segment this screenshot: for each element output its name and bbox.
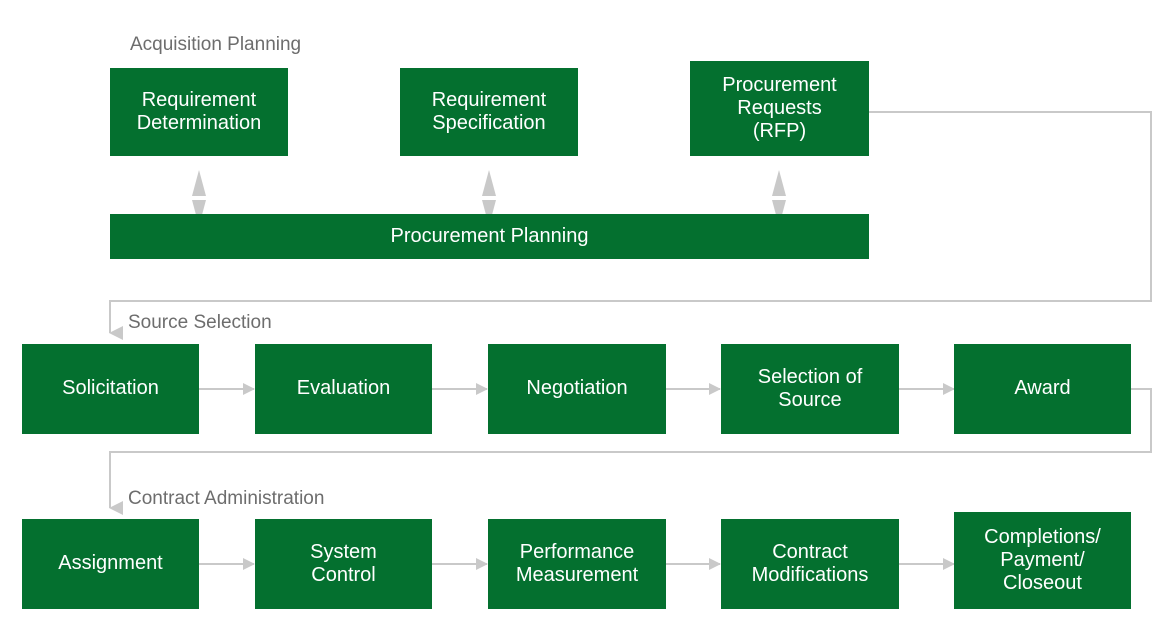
node-requirement-determination[interactable]: Requirement Determination — [110, 68, 288, 156]
node-assignment[interactable]: Assignment — [22, 519, 199, 609]
node-selection-of-source[interactable]: Selection of Source — [721, 344, 899, 434]
node-award[interactable]: Award — [954, 344, 1131, 434]
section-label-contract-administration: Contract Administration — [128, 488, 325, 509]
node-completions-payment-closeout[interactable]: Completions/ Payment/ Closeout — [954, 512, 1131, 609]
node-negotiation[interactable]: Negotiation — [488, 344, 666, 434]
node-procurement-planning[interactable]: Procurement Planning — [110, 214, 869, 259]
node-system-control[interactable]: System Control — [255, 519, 432, 609]
section-label-source-selection: Source Selection — [128, 312, 272, 333]
node-solicitation[interactable]: Solicitation — [22, 344, 199, 434]
section-label-acquisition-planning: Acquisition Planning — [130, 34, 302, 55]
node-performance-measurement[interactable]: Performance Measurement — [488, 519, 666, 609]
node-contract-modifications[interactable]: Contract Modifications — [721, 519, 899, 609]
node-evaluation[interactable]: Evaluation — [255, 344, 432, 434]
node-procurement-requests-rfp[interactable]: Procurement Requests (RFP) — [690, 61, 869, 156]
node-requirement-specification[interactable]: Requirement Specification — [400, 68, 578, 156]
